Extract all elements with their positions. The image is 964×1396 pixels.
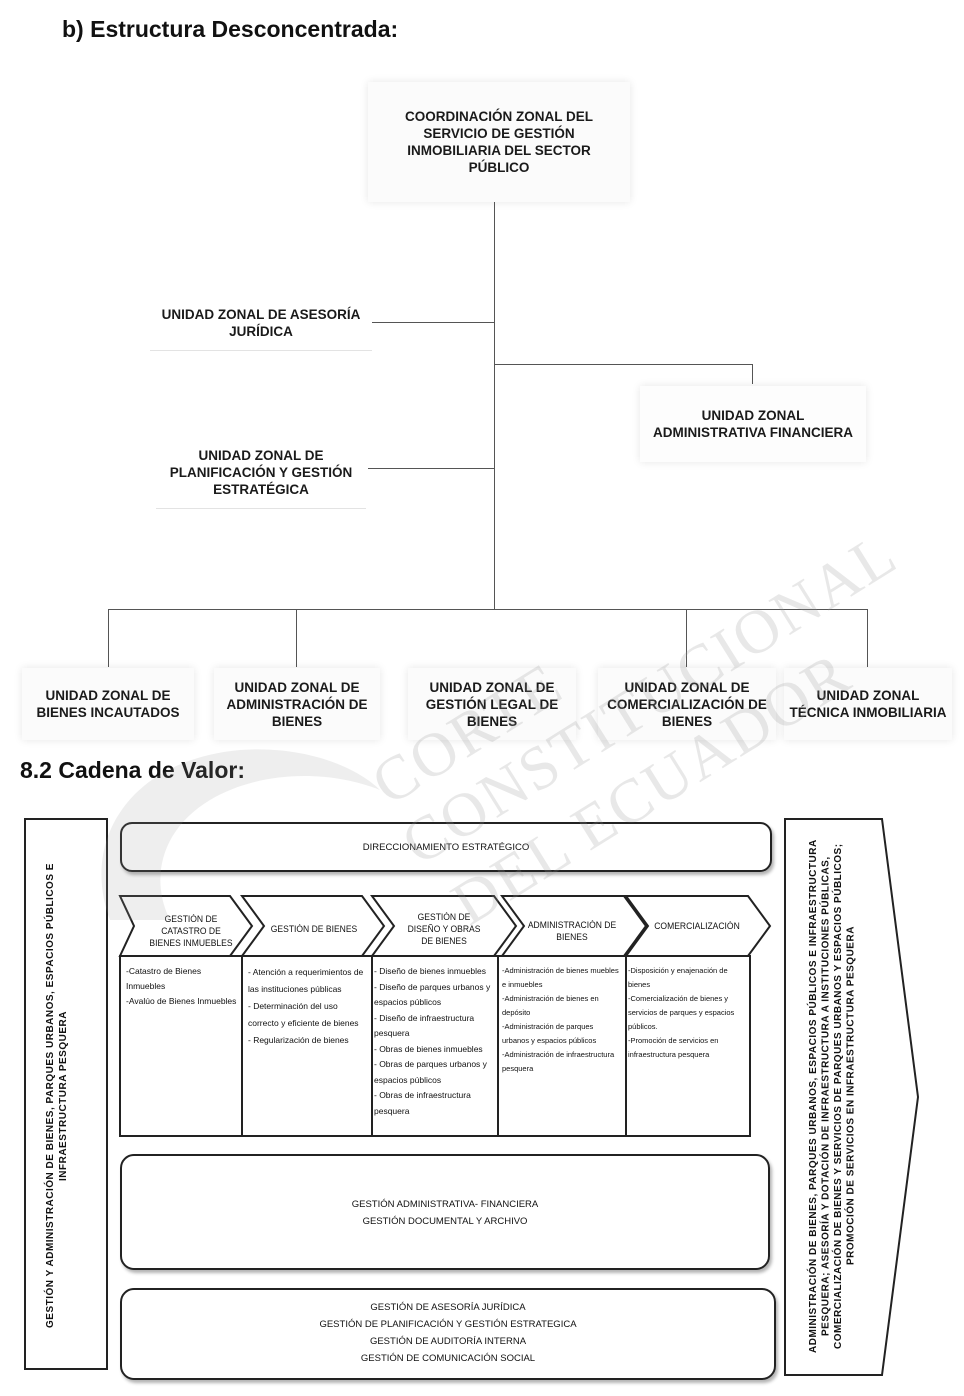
org-top-label: COORDINACIÓN ZONAL DEL SERVICIO DE GESTI… [405,109,593,175]
activity-item: - Obras de parques urbanos y espacios pú… [374,1059,487,1085]
chain-phases-graphic [118,895,772,1137]
chain-left-box [24,818,108,1370]
phase-title: ADMINISTRACIÓN DE BIENES [527,920,617,943]
org-line-admin-v [752,364,753,384]
activity-item: -Avalúo de Bienes Inmuebles [126,996,237,1006]
phase-title: GESTIÓN DE BIENES [270,924,358,935]
org-line-admin-h [494,364,753,365]
activity-item: -Administración de infraestructura pesqu… [502,1050,615,1073]
org-planificacion-label: UNIDAD ZONAL DE PLANIFICACIÓN Y GESTIÓN … [169,447,353,497]
org-bus-line [108,609,868,610]
org-drop-1 [108,609,109,667]
org-box-administrativa: UNIDAD ZONAL ADMINISTRATIVA FINANCIERA [640,386,866,462]
org-administrativa-label: UNIDAD ZONAL ADMINISTRATIVA FINANCIERA [653,408,853,440]
phase-title: GESTIÓN DE CATASTRO DE BIENES INMUEBLES [149,914,233,949]
org-box-juridica: UNIDAD ZONAL DE ASESORÍA JURÍDICA [150,296,372,351]
org-box-top: COORDINACIÓN ZONAL DEL SERVICIO DE GESTI… [368,82,630,202]
org-trunk-line [494,202,495,610]
chain-advisory-box [120,1288,776,1380]
advisory-item: GESTIÓN DE PLANIFICACIÓN Y GESTIÓN ESTRA… [319,1319,577,1330]
activity-item: - Diseño de infraestructura pesquera [374,1012,475,1039]
activity-item: - Atención a requerimientos de las insti… [248,967,364,994]
phase-activities-box [119,955,751,1137]
phase-activities: -Catastro de Bienes Inmuebles -Avalúo de… [126,964,238,1009]
activity-item: -Disposición y enajenación de bienes [628,966,728,989]
advisory-item: GESTIÓN DE ASESORÍA JURÍDICA [370,1302,526,1313]
org-drop-5 [867,609,868,667]
chain-strategic-label: DIRECCIONAMIENTO ESTRATÉGICO [362,841,530,853]
activity-item: - Determinación del uso correcto y efici… [248,1001,359,1028]
support-item: GESTIÓN DOCUMENTAL Y ARCHIVO [362,1216,528,1227]
org-unit-box: UNIDAD ZONAL DE ADMINISTRACIÓN DE BIENES [214,668,380,740]
org-unit-label: UNIDAD ZONAL DE GESTIÓN LEGAL DE BIENES [425,679,559,729]
chain-right-label: ADMINISTRACIÓN DE BIENES, PARQUES URBANO… [808,839,857,1353]
section-heading-b: b) Estructura Desconcentrada: [62,16,399,42]
chain-advisory-text: GESTIÓN DE ASESORÍA JURÍDICA GESTIÓN DE … [120,1299,776,1367]
phase-activities: - Atención a requerimientos de las insti… [248,964,366,1049]
org-drop-4 [686,609,687,667]
activity-item: -Comercialización de bienes y servicios … [628,994,735,1031]
org-unit-label: UNIDAD ZONAL DE BIENES INCAUTADOS [36,688,180,720]
support-item: GESTIÓN ADMINISTRATIVA- FINANCIERA [351,1199,539,1210]
advisory-item: GESTIÓN DE AUDITORÍA INTERNA [369,1336,527,1347]
chain-support-text: GESTIÓN ADMINISTRATIVA- FINANCIERA GESTI… [120,1196,770,1230]
phase-title: COMERCIALIZACIÓN [654,921,740,932]
chain-left-label: GESTIÓN Y ADMINISTRACIÓN DE BIENES, PARQ… [45,863,69,1329]
org-unit-box: UNIDAD ZONAL DE BIENES INCAUTADOS [22,668,194,740]
activity-item: -Promoción de servicios en infraestructu… [628,1036,719,1059]
org-unit-label: UNIDAD ZONAL TÉCNICA INMOBILIARIA [789,688,947,720]
activity-item: - Regularización de bienes [248,1035,349,1045]
activity-item: -Administración de parques urbanos y esp… [502,1022,597,1045]
activity-item: -Administración de bienes en depósito [502,994,599,1017]
org-unit-box: UNIDAD ZONAL DE GESTIÓN LEGAL DE BIENES [408,668,576,740]
chain-support-box [120,1154,770,1270]
activity-item: - Diseño de parques urbanos y espacios p… [374,981,491,1008]
chain-strategic-box: DIRECCIONAMIENTO ESTRATÉGICO [120,822,772,872]
activity-item: - Obras de bienes inmuebles [374,1043,483,1054]
activity-item: - Diseño de bienes inmuebles [374,966,486,976]
org-unit-box: UNIDAD ZONAL DE COMERCIALIZACIÓN DE BIEN… [598,668,776,740]
org-drop-2 [296,609,297,667]
activity-item: - Obras de infraestructura pesquera [374,1090,471,1116]
phase-activities: - Diseño de bienes inmuebles - Diseño de… [374,964,494,1119]
org-line-planificacion [368,468,494,469]
org-unit-box: UNIDAD ZONAL TÉCNICA INMOBILIARIA [784,668,952,740]
activity-item: -Administración de bienes muebles e inmu… [502,966,619,989]
phase-activities: -Disposición y enajenación de bienes -Co… [628,964,748,1062]
org-line-juridica [372,322,494,323]
org-unit-label: UNIDAD ZONAL DE COMERCIALIZACIÓN DE BIEN… [607,679,767,729]
phase-title: GESTIÓN DE DISEÑO Y OBRAS DE BIENES [407,912,481,947]
chain-right-arrow [784,818,920,1376]
org-box-planificacion: UNIDAD ZONAL DE PLANIFICACIÓN Y GESTIÓN … [156,436,366,509]
activity-item: -Catastro de Bienes Inmuebles [126,966,202,991]
phase-activities: -Administración de bienes muebles e inmu… [502,964,622,1076]
section-heading-8-2: 8.2 Cadena de Valor: [20,757,245,783]
org-juridica-label: UNIDAD ZONAL DE ASESORÍA JURÍDICA [161,307,361,339]
advisory-item: GESTIÓN DE COMUNICACIÓN SOCIAL [360,1353,536,1364]
org-unit-label: UNIDAD ZONAL DE ADMINISTRACIÓN DE BIENES [226,679,368,729]
